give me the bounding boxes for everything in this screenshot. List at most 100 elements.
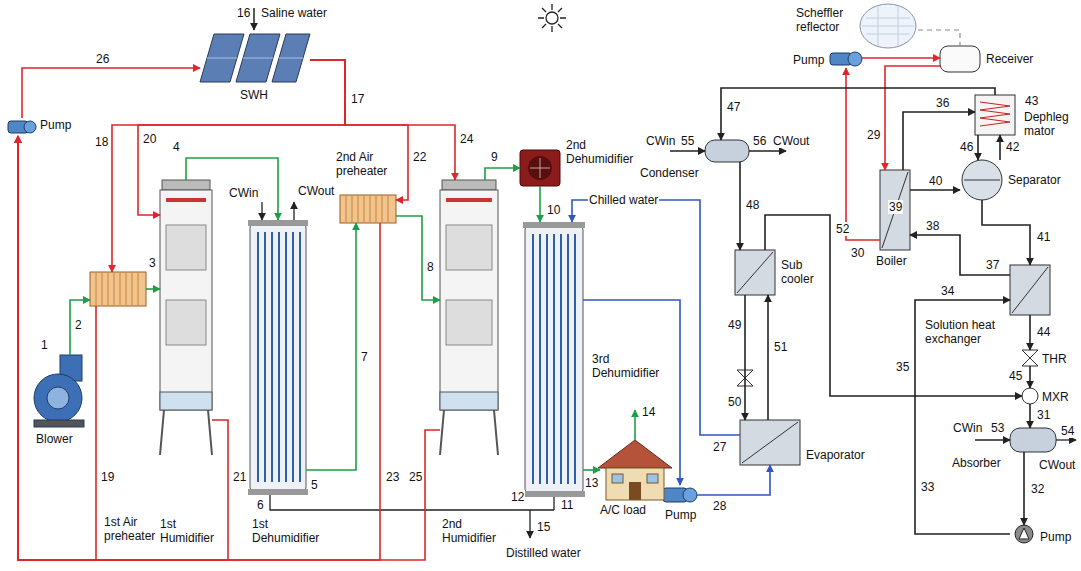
absorber: Absorber — [1010, 428, 1056, 452]
pump-symbol — [1019, 528, 1029, 539]
dehumidifier-cylinder — [523, 491, 585, 497]
stream-number: 46 — [959, 140, 974, 154]
dehumidifier: 3rd Dehumidifier — [525, 222, 583, 497]
callout-number: 15 — [536, 520, 551, 534]
callout-number: 12 — [510, 490, 525, 504]
pipe-line — [1029, 315, 1031, 350]
stream-number: 45 — [1008, 369, 1023, 383]
stream-number: 19 — [100, 470, 115, 484]
pump-symbol — [1015, 525, 1033, 543]
absorption-equipment — [742, 422, 798, 463]
blower-symbol — [34, 374, 82, 422]
callout-number: 17 — [350, 92, 365, 106]
component-label: THR — [1042, 352, 1067, 366]
component-label: Absorber — [952, 456, 1001, 470]
absorption-equipment — [740, 420, 800, 465]
condenser: Condenser — [705, 140, 749, 162]
pipe-line — [915, 300, 1010, 534]
stream-number: 52 — [835, 222, 850, 236]
callout-number: 53 — [990, 421, 1005, 435]
component-label: A/C load — [600, 503, 646, 517]
dehumidifier-cylinder — [525, 224, 583, 495]
component-label: 1st Air preheater — [104, 515, 166, 543]
humidifier-tower — [160, 180, 498, 455]
fan-coil-symbol — [520, 150, 560, 186]
water-stub — [553, 497, 554, 510]
dehumidifier-cylinder — [533, 234, 575, 484]
pipe-line — [846, 68, 880, 240]
humidifier-tower — [160, 410, 212, 455]
fan-coil-symbol — [530, 158, 550, 178]
component-label: 2nd Air preheater — [336, 150, 398, 178]
dehumidifier-cylinder — [250, 222, 306, 493]
stream-number: 42 — [1005, 140, 1020, 154]
pipe-line — [18, 136, 380, 560]
house-symbol — [647, 474, 658, 483]
stream-number: 23 — [385, 470, 400, 484]
component-label: Pump — [793, 53, 824, 67]
component-label: 2nd Dehumidifier — [566, 138, 642, 166]
blower-symbol — [34, 355, 84, 427]
component-label: 1st Humidifier — [160, 517, 222, 545]
house-symbol — [629, 482, 641, 500]
scheffler-dish — [862, 6, 914, 46]
stream-number: 18 — [94, 135, 109, 149]
component-label: Evaporator — [806, 448, 865, 462]
annotation: CWout — [772, 134, 810, 148]
absorption-equipment — [1022, 388, 1038, 404]
solar-reflector: Scheffler reflector — [858, 4, 918, 48]
water-stub — [261, 202, 262, 220]
pipe-line — [977, 135, 979, 160]
dephlegmator: Dephleg mator — [975, 95, 1015, 135]
pipe-line — [744, 295, 746, 420]
dehumidifier-cylinder — [523, 222, 585, 228]
solar-panel — [200, 34, 310, 82]
absorption-equipment — [975, 95, 1015, 135]
humidifier: 2nd Humidifier — [440, 180, 498, 457]
house-symbol — [598, 440, 672, 468]
dehumidifier: 1st Dehumidifier — [250, 220, 306, 495]
supply-air-arrow — [635, 410, 636, 440]
pipe-line — [739, 162, 741, 250]
feed-arrow — [253, 8, 255, 30]
humidifier-tower — [440, 392, 498, 410]
fan-coil-symbol — [520, 150, 560, 186]
absorption-equipment — [940, 46, 980, 72]
humidifier-tower — [160, 392, 212, 410]
callout-number: 14 — [641, 405, 656, 419]
pipe-line — [186, 158, 278, 220]
stream-number: 51 — [773, 340, 788, 354]
heat-exchanger: Sub cooler — [735, 250, 775, 295]
absorption-equipment — [705, 46, 1056, 465]
dehumidifier-cylinder — [248, 220, 308, 226]
pipe-line — [765, 215, 1022, 396]
pipe-line — [910, 235, 1010, 275]
pump: Pump — [1010, 525, 1038, 543]
solar-panel — [207, 58, 303, 59]
stream-number: 9 — [490, 150, 499, 164]
stream-number: 28 — [712, 499, 727, 513]
solar-water-heater: SWH — [200, 32, 310, 82]
pipe-line — [1029, 404, 1031, 428]
humidifier: 1st Humidifier — [160, 180, 212, 455]
pipe-line — [862, 57, 940, 59]
air-preheater-symbol — [346, 196, 388, 222]
stream-number: 13 — [584, 476, 599, 490]
flow-label: Chilled water — [588, 193, 659, 207]
component-label: 2nd Humidifier — [442, 517, 504, 545]
absorption-equipment — [882, 172, 908, 248]
component-label: Blower — [36, 432, 73, 446]
blower-symbol — [34, 420, 84, 427]
stream-number: 31 — [1036, 408, 1051, 422]
feed-arrow — [254, 8, 255, 30]
pipe-line — [310, 60, 455, 180]
stream-number: 21 — [232, 470, 247, 484]
stream-number: 29 — [866, 128, 881, 142]
pipe-line — [396, 216, 440, 300]
water-stub — [293, 202, 294, 220]
stream-number: 47 — [726, 100, 741, 114]
absorption-equipment — [1010, 265, 1050, 315]
callout-number: 33 — [920, 480, 935, 494]
component-label: Pump — [40, 118, 71, 132]
